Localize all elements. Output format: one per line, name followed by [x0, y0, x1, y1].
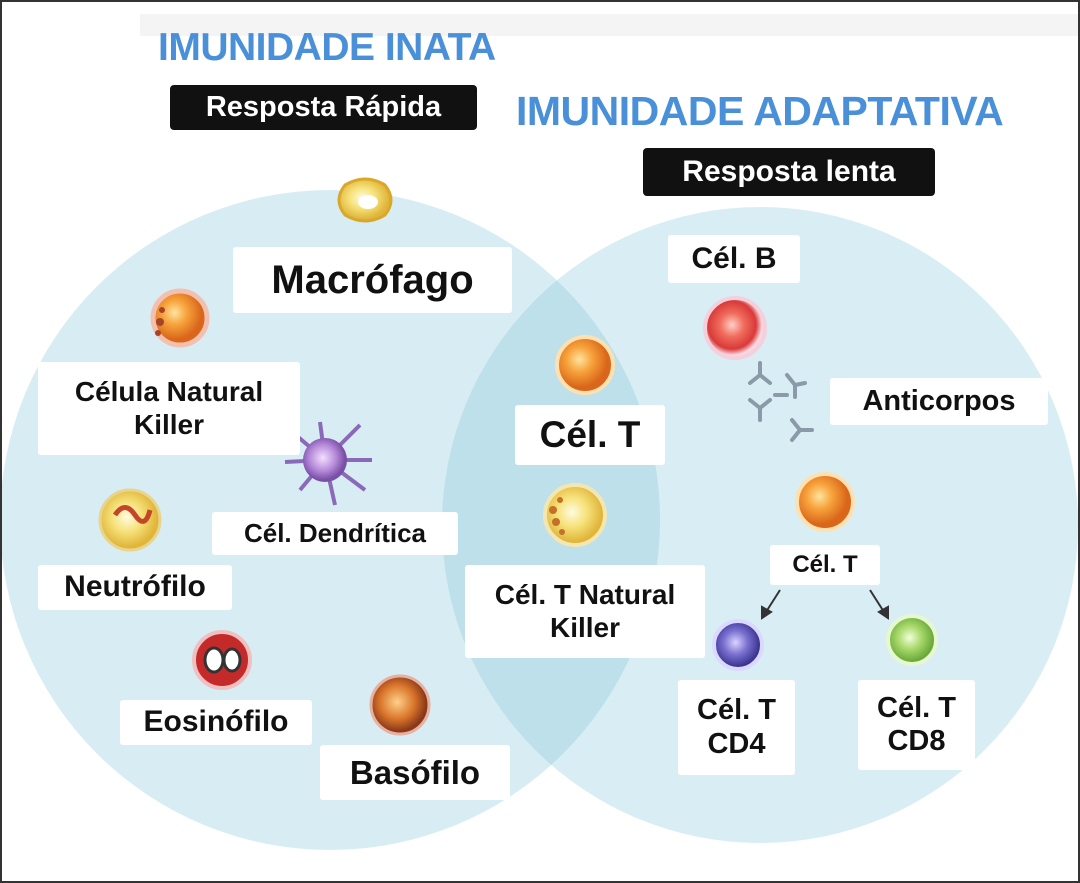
label-line: Célula Natural [74, 376, 264, 408]
cd4-cell-icon [712, 619, 764, 671]
dendritic-label: Cél. Dendrítica [212, 512, 458, 555]
adaptive-title: IMUNIDADE ADAPTATIVA [516, 88, 1004, 134]
label-line: Killer [549, 611, 621, 643]
label-text: Neutrófilo [64, 570, 206, 604]
antibodies-label: Anticorpos [830, 378, 1048, 425]
macrophage-cell-icon [337, 177, 393, 223]
neutrophil-label: Neutrófilo [38, 565, 232, 610]
t-cell-adaptive-icon [795, 472, 855, 532]
arrow-icon [761, 589, 889, 620]
b-cell-label: Cél. B [668, 235, 800, 283]
label-line: CD4 [707, 727, 766, 760]
t-cell-icon [555, 335, 615, 395]
label-text: Cél. Dendrítica [243, 517, 427, 548]
eosinophil-label: Eosinófilo [120, 700, 312, 745]
b-cell-icon [703, 296, 767, 360]
label-text: Basófilo [349, 753, 481, 791]
basophil-cell-icon [369, 674, 431, 736]
label-text: Macrófago [271, 258, 474, 302]
label-line: CD8 [887, 725, 946, 757]
macrophage-label: Macrófago [233, 247, 512, 313]
t-cell-adaptive-label: Cél. T [770, 545, 880, 585]
eosinophil-cell-icon [192, 630, 252, 690]
label-line: Cél. T Natural [494, 579, 676, 611]
innate-response-tag: Resposta Rápida [170, 85, 477, 130]
dendritic-cell-icon [284, 421, 372, 506]
label-line: Cél. T [877, 691, 956, 724]
antibodies-icon [748, 361, 814, 442]
label-text: Cél. T [792, 551, 858, 579]
label-text: Cél. B [691, 241, 777, 275]
basophil-label: Basófilo [320, 745, 510, 800]
adaptive-response-tag: Resposta lenta [643, 148, 935, 196]
innate-title: IMUNIDADE INATA [158, 26, 496, 69]
label-line: Killer [133, 408, 205, 440]
label-text: Eosinófilo [143, 705, 289, 739]
label-text: Cél. T [539, 413, 641, 455]
nk-cell-icon [150, 288, 210, 348]
cd8-cell-icon [886, 614, 938, 666]
nkt-cell-icon [543, 483, 607, 547]
label-line: Cél. T [697, 694, 776, 727]
label-text: Anticorpos [862, 384, 1016, 417]
neutrophil-cell-icon [98, 488, 162, 552]
t-cell-label: Cél. T [515, 405, 665, 465]
